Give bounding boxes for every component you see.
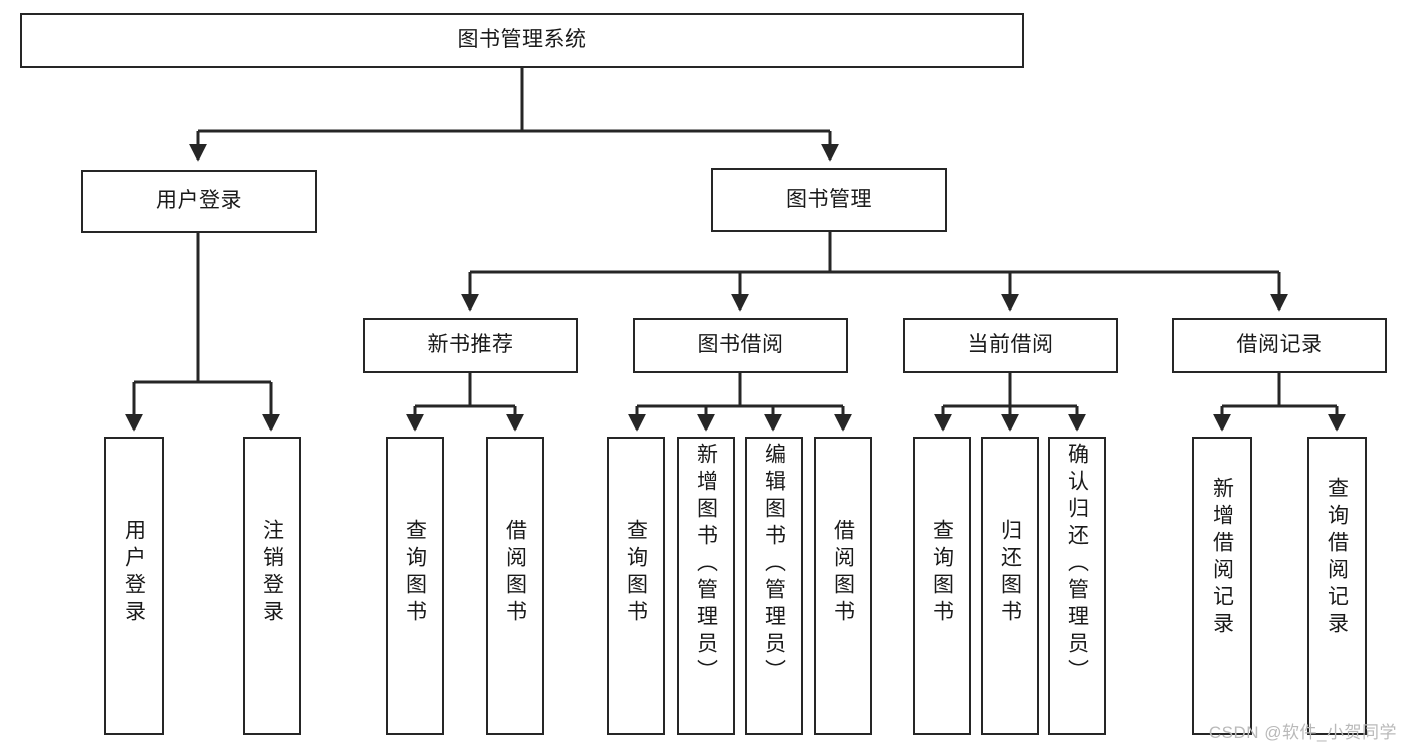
node-current-borrow-label: 当前借阅 (967, 333, 1054, 357)
node-borrow-record-label: 借阅记录 (1236, 333, 1323, 357)
node-leaf-query-book-3[interactable]: 查询图书 (913, 437, 971, 735)
node-new-book-recommend-label: 新书推荐 (427, 333, 514, 357)
node-leaf-add-book-label: 新增图书（管理员） (694, 443, 718, 686)
node-book-borrow-label: 图书借阅 (697, 333, 784, 357)
node-leaf-user-logout[interactable]: 注销登录 (243, 437, 301, 735)
node-leaf-edit-book[interactable]: 编辑图书（管理员） (745, 437, 803, 735)
node-leaf-confirm-return-label: 确认归还（管理员） (1065, 443, 1089, 686)
node-leaf-query-record[interactable]: 查询借阅记录 (1307, 437, 1367, 735)
node-leaf-user-login-label: 用户登录 (122, 519, 146, 627)
node-leaf-return-book-label: 归还图书 (998, 519, 1022, 627)
node-book-management[interactable]: 图书管理 (711, 168, 947, 232)
node-leaf-query-book-2[interactable]: 查询图书 (607, 437, 665, 735)
node-leaf-return-book[interactable]: 归还图书 (981, 437, 1039, 735)
node-leaf-borrow-book-2-label: 借阅图书 (831, 519, 855, 627)
node-root-label: 图书管理系统 (457, 28, 587, 52)
node-leaf-query-book-1-label: 查询图书 (403, 519, 427, 627)
node-leaf-query-book-3-label: 查询图书 (930, 519, 954, 627)
node-current-borrow[interactable]: 当前借阅 (903, 318, 1118, 373)
node-root[interactable]: 图书管理系统 (20, 13, 1024, 68)
node-user-login[interactable]: 用户登录 (81, 170, 317, 233)
node-leaf-edit-book-label: 编辑图书（管理员） (762, 443, 786, 686)
node-leaf-user-login[interactable]: 用户登录 (104, 437, 164, 735)
node-leaf-query-record-label: 查询借阅记录 (1325, 477, 1349, 639)
node-leaf-user-logout-label: 注销登录 (260, 519, 284, 627)
node-leaf-borrow-book-1-label: 借阅图书 (503, 519, 527, 627)
node-leaf-add-record-label: 新增借阅记录 (1210, 477, 1234, 639)
node-leaf-borrow-book-1[interactable]: 借阅图书 (486, 437, 544, 735)
node-leaf-borrow-book-2[interactable]: 借阅图书 (814, 437, 872, 735)
csdn-watermark: CSDN @软件_小贺同学 (1208, 723, 1397, 742)
node-leaf-add-book[interactable]: 新增图书（管理员） (677, 437, 735, 735)
node-user-login-label: 用户登录 (156, 189, 242, 213)
node-leaf-confirm-return[interactable]: 确认归还（管理员） (1048, 437, 1106, 735)
node-new-book-recommend[interactable]: 新书推荐 (363, 318, 578, 373)
node-book-management-label: 图书管理 (786, 187, 872, 211)
node-borrow-record[interactable]: 借阅记录 (1172, 318, 1387, 373)
node-leaf-add-record[interactable]: 新增借阅记录 (1192, 437, 1252, 735)
node-leaf-query-book-2-label: 查询图书 (624, 519, 648, 627)
node-leaf-query-book-1[interactable]: 查询图书 (386, 437, 444, 735)
node-book-borrow[interactable]: 图书借阅 (633, 318, 848, 373)
